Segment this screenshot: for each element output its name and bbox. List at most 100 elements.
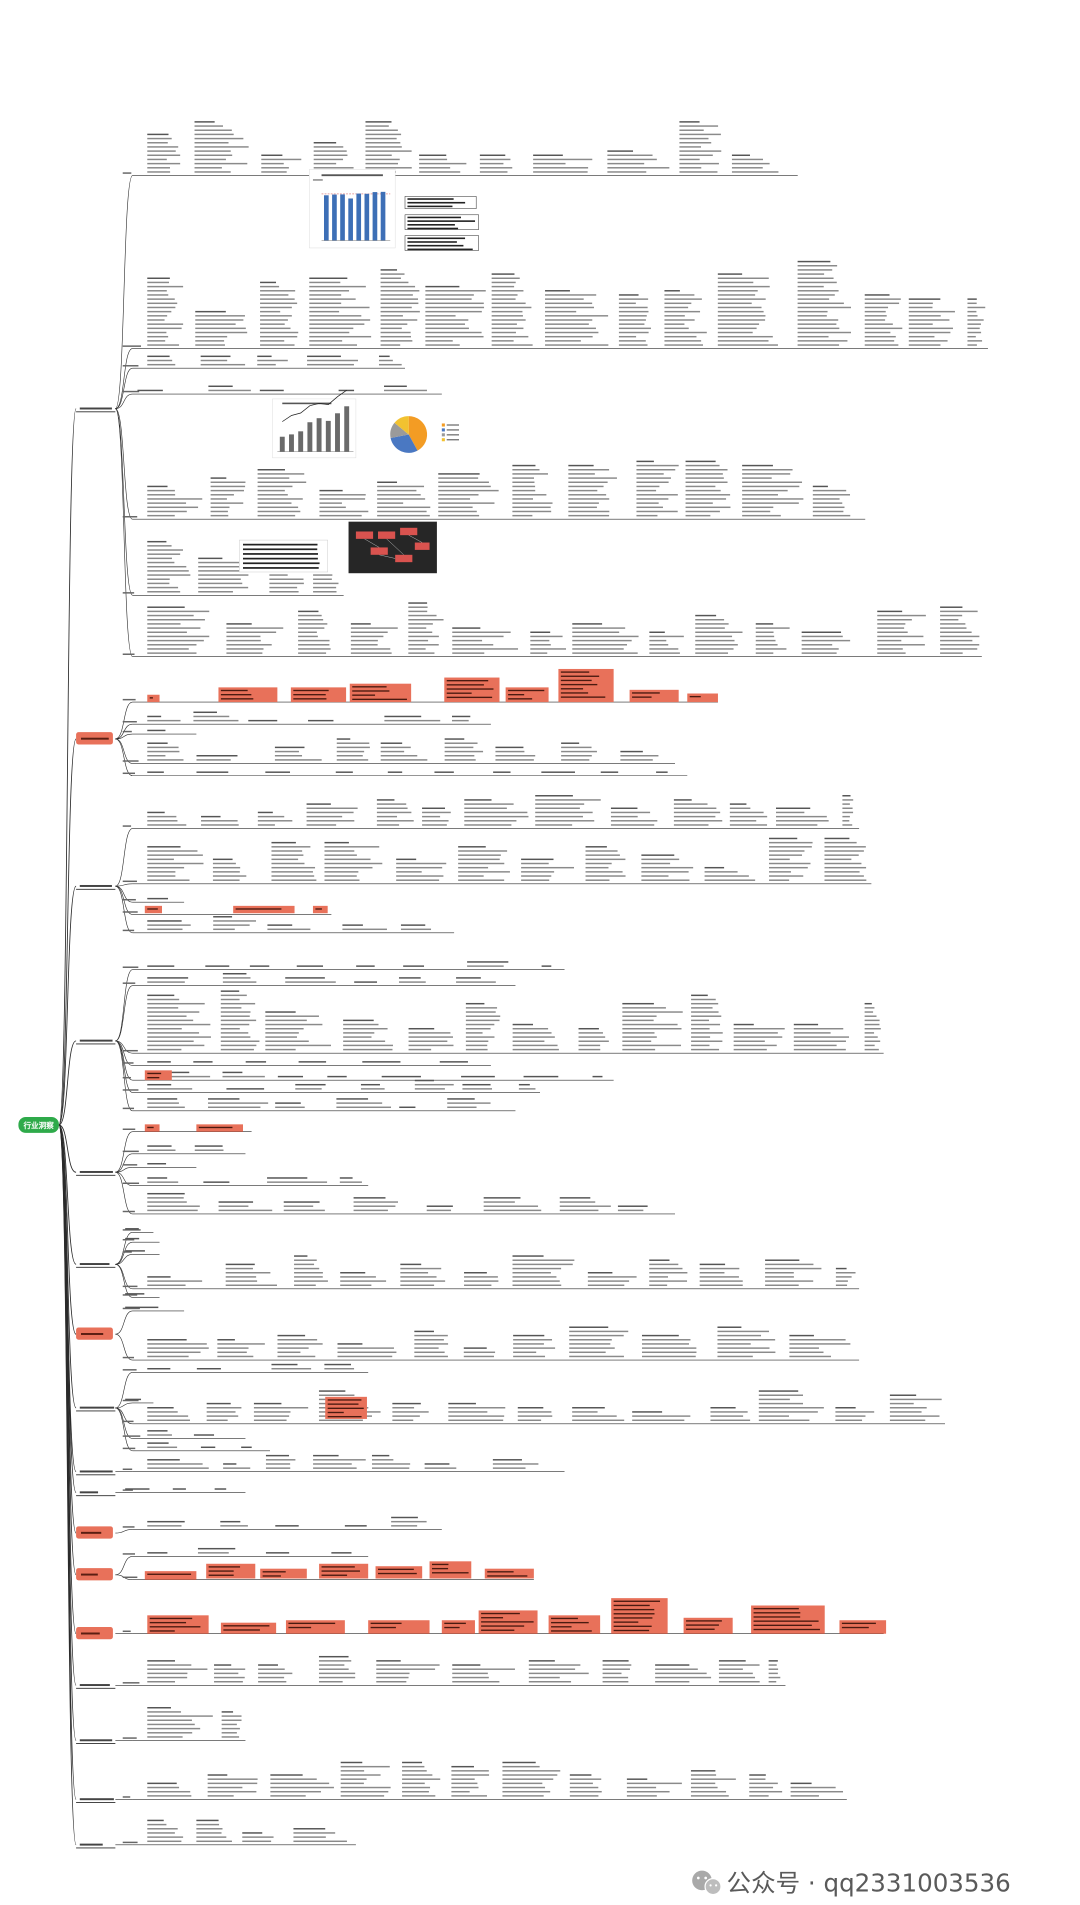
text-line <box>352 690 390 692</box>
text-line <box>824 875 864 877</box>
topic-text-cluster <box>618 294 651 346</box>
topic-text-cluster <box>371 1454 411 1469</box>
text-line <box>214 1488 227 1490</box>
text-line <box>481 1625 525 1627</box>
topic-text-cluster <box>277 1075 304 1078</box>
topic-text-cluster <box>610 807 658 826</box>
text-line <box>308 719 334 722</box>
text-line <box>967 344 977 346</box>
text-line <box>699 1280 743 1282</box>
text-line <box>769 841 813 844</box>
text-line <box>147 1819 164 1822</box>
text-line <box>193 711 217 714</box>
topic-text-cluster <box>381 1075 421 1078</box>
text-line <box>147 1723 195 1726</box>
text-line <box>521 862 549 865</box>
text-line <box>578 1027 599 1030</box>
text-line <box>147 561 175 564</box>
text-line <box>201 820 238 822</box>
topic-text-cluster <box>275 1102 305 1109</box>
topic-text-cluster <box>196 1367 221 1370</box>
text-line <box>419 162 467 165</box>
text-line <box>407 227 459 230</box>
text-line <box>495 759 534 761</box>
topic-text-cluster <box>309 277 372 346</box>
text-line <box>465 1044 488 1047</box>
text-line <box>444 759 476 761</box>
text-line <box>464 1280 499 1282</box>
text-line <box>243 553 318 555</box>
topic-text-cluster <box>461 1075 495 1078</box>
text-line <box>797 273 825 275</box>
topic-text-cluster <box>125 1228 139 1230</box>
topic-text-cluster <box>267 1177 328 1183</box>
text-line <box>269 582 304 585</box>
text-line <box>649 639 667 642</box>
text-line <box>569 1351 606 1354</box>
text-line <box>864 315 887 317</box>
text-line <box>214 1680 243 1683</box>
text-line <box>220 693 252 696</box>
sub-branch-link <box>115 1040 133 1093</box>
text-line <box>257 469 285 471</box>
text-line <box>765 1280 814 1282</box>
text-line <box>733 1027 785 1030</box>
text-line <box>147 331 167 334</box>
topic-text-cluster <box>147 897 169 900</box>
text-line <box>147 1040 194 1042</box>
text-line <box>691 1036 711 1038</box>
text-line <box>147 759 184 761</box>
branch-node <box>76 1327 113 1340</box>
text-line <box>396 875 444 877</box>
text-line <box>271 1367 312 1370</box>
text-line <box>626 1778 648 1780</box>
text-line <box>147 623 181 625</box>
sub-branch-link <box>115 408 133 596</box>
text-line <box>147 502 187 504</box>
text-line <box>649 1267 683 1270</box>
text-line <box>220 1048 254 1051</box>
text-line <box>685 498 727 500</box>
text-line <box>377 506 431 509</box>
topic-text-cluster <box>147 606 210 654</box>
text-line <box>649 652 680 654</box>
text-line <box>201 824 239 826</box>
text-line <box>425 290 486 292</box>
text-line <box>265 1454 290 1457</box>
text-line <box>691 1044 710 1047</box>
text-line <box>535 803 585 805</box>
text-line <box>265 1019 307 1022</box>
text-line <box>617 1205 648 1207</box>
text-line <box>265 1027 304 1030</box>
text-line <box>260 327 291 330</box>
text-line <box>147 294 169 296</box>
text-line <box>641 858 680 861</box>
topic-text-cluster <box>354 981 378 983</box>
text-line <box>147 363 176 366</box>
pie-slice <box>408 416 428 451</box>
text-line <box>481 1621 534 1623</box>
text-line <box>535 811 593 814</box>
text-line <box>243 567 319 569</box>
text-line <box>378 355 390 358</box>
topic-text-cluster <box>257 469 307 517</box>
text-line <box>545 310 577 313</box>
text-line <box>742 494 778 496</box>
text-line <box>260 323 285 325</box>
text-line <box>400 1263 422 1266</box>
text-line <box>545 302 593 305</box>
text-line <box>718 1668 743 1670</box>
text-line <box>483 1205 539 1207</box>
topic-text-cluster <box>797 260 851 346</box>
text-line <box>673 820 723 822</box>
text-line <box>147 315 168 317</box>
text-line <box>220 990 240 992</box>
text-line <box>220 1520 241 1523</box>
text-line <box>908 302 933 305</box>
topic-text-cluster <box>147 1177 179 1183</box>
text-line <box>384 385 407 388</box>
text-line <box>340 1786 391 1789</box>
text-line <box>835 1284 848 1286</box>
topic-text-cluster <box>147 715 181 722</box>
text-line <box>419 154 447 157</box>
